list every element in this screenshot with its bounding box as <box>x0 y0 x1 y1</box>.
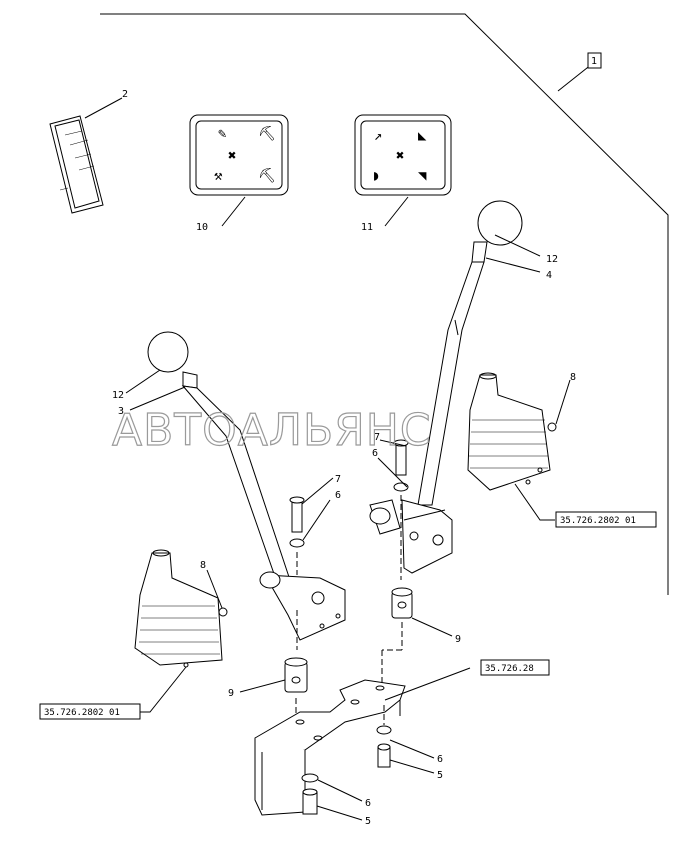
callout-1: 1 <box>591 56 597 67</box>
decal-symbol: ◗ <box>372 168 380 184</box>
left-boot <box>134 549 223 713</box>
ref-right-boot: 35.726.2802 01 <box>560 516 636 526</box>
callout-leaders <box>125 63 593 411</box>
callout-11: 11 <box>361 222 373 233</box>
screw-8-right <box>547 379 571 432</box>
ref-box-left-boot <box>39 703 141 720</box>
callout-10: 10 <box>196 222 208 233</box>
callout-4-right: 4 <box>546 270 552 281</box>
decal-symbol: ⚒ <box>214 168 223 184</box>
callout-8-right: 8 <box>570 372 576 383</box>
left-lever <box>147 331 346 641</box>
callout-2: 2 <box>122 89 128 100</box>
callout-6-left: 6 <box>335 490 341 501</box>
decal-10: ✎ ⛏ ✖ ⚒ ⛏ <box>189 114 289 227</box>
coupling-9-right <box>381 587 453 690</box>
decal-symbol: ↗ <box>374 128 382 144</box>
decal-symbol: ✎ <box>218 126 227 142</box>
callout-labels: 1 2 10 11 12 4 12 3 8 8 7 6 7 6 9 9 6 5 … <box>112 52 602 827</box>
bolt-left <box>289 477 334 650</box>
reference-boxes: 35.726.2802 01 35.726.2802 01 35.726.28 <box>39 511 657 720</box>
callout-12-right: 12 <box>546 254 558 265</box>
callout-7-left: 7 <box>335 474 341 485</box>
callout-12-left: 12 <box>112 390 124 401</box>
manual-decal <box>49 97 123 214</box>
callout-6-bottom: 6 <box>365 798 371 809</box>
callout-5-bottom: 5 <box>365 816 371 827</box>
callout-9-right: 9 <box>455 634 461 645</box>
base-plate <box>254 667 471 816</box>
callout-7-right: 7 <box>374 432 380 443</box>
decal-symbol: ◣ <box>418 128 427 144</box>
decal-symbol: ✖ <box>228 148 236 164</box>
callout-3-left: 3 <box>118 406 124 417</box>
ref-left-boot: 35.726.2802 01 <box>44 708 120 718</box>
callout-5-plate: 5 <box>437 770 443 781</box>
callout-8-left: 8 <box>200 560 206 571</box>
callout-9-left: 9 <box>228 688 234 699</box>
decal-symbol: ⛏ <box>258 168 276 184</box>
right-lever <box>369 200 523 574</box>
ref-box-plate <box>480 659 550 676</box>
decal-symbol: ⛏ <box>258 126 276 142</box>
bolt-right <box>377 439 409 580</box>
callout-6-plate: 6 <box>437 754 443 765</box>
bolt-5-left <box>301 773 363 821</box>
assembly-frame-line <box>100 13 669 595</box>
decal-symbol: ✖ <box>396 148 404 164</box>
decal-symbol: ◥ <box>418 168 427 184</box>
screw-8-left <box>206 569 228 617</box>
bolt-5-right <box>376 705 435 774</box>
coupling-9-left <box>239 657 308 730</box>
right-boot <box>467 372 555 521</box>
ref-plate: 35.726.28 <box>485 664 534 674</box>
decal-11: ↗ ◣ ✖ ◗ ◥ <box>354 114 452 227</box>
callout-box-1 <box>587 52 602 69</box>
watermark: АВТОАЛЬЯНС <box>112 405 432 456</box>
callout-6-right: 6 <box>372 448 378 459</box>
ref-box-right-boot <box>555 511 657 528</box>
